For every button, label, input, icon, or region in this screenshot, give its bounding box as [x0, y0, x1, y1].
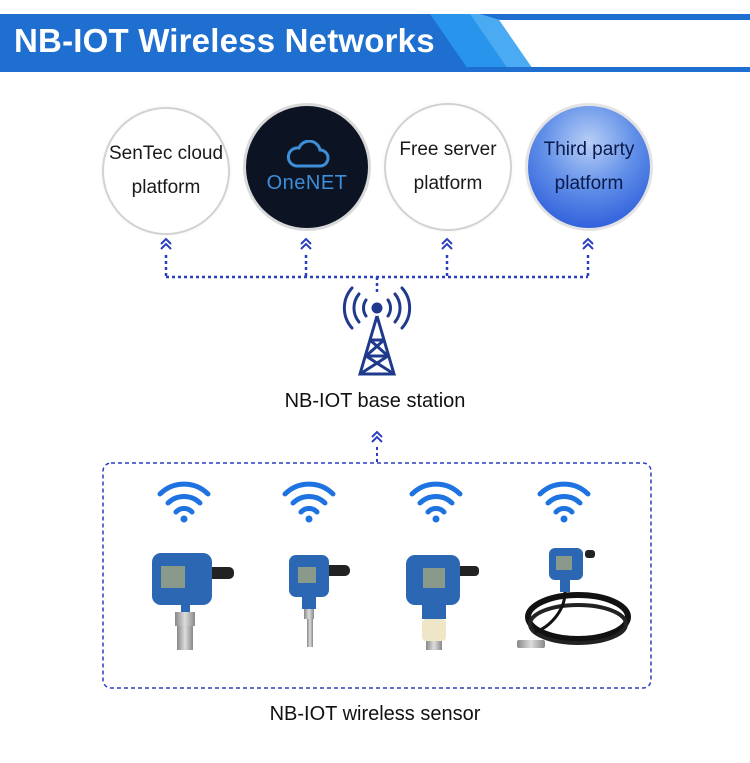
sensor-device-3 — [406, 555, 479, 650]
arrow-up-icon — [300, 238, 312, 250]
page-title: NB-IOT Wireless Networks — [14, 22, 435, 59]
wifi-icon — [540, 484, 588, 522]
sensor-group-box — [102, 462, 652, 689]
cloud-icon — [286, 139, 330, 167]
wifi-icon — [160, 484, 208, 522]
platform-free-server: Free server platform — [384, 103, 512, 231]
tower-icon — [342, 286, 412, 376]
arrow-up-icon — [371, 431, 383, 443]
wifi-icon — [285, 484, 333, 522]
onenet-logo-text: OneNET — [266, 171, 348, 194]
platform-third-party: Third party platform — [525, 103, 653, 231]
sensor-device-2 — [289, 555, 350, 647]
arrow-up-icon — [441, 238, 453, 250]
platform-label-line1: Third party — [543, 139, 635, 160]
sensor-device-4 — [517, 548, 631, 648]
header-banner — [0, 14, 750, 72]
wifi-icon — [412, 484, 460, 522]
arrow-up-icon — [582, 238, 594, 250]
platform-label-line2: platform — [554, 173, 624, 194]
platform-label-line1: Free server — [399, 139, 497, 160]
base-station-label: NB-IOT base station — [284, 390, 466, 412]
arrow-up-icon — [160, 238, 172, 250]
sensor-group-label: NB-IOT wireless sensor — [269, 703, 481, 725]
platform-sentec-cloud: SenTec cloud platform — [102, 107, 230, 235]
platform-onenet: OneNET — [243, 103, 371, 231]
platform-label-line1: SenTec cloud — [108, 143, 224, 164]
sensor-device-1 — [152, 553, 234, 650]
platform-label-line2: platform — [413, 173, 483, 194]
connection-bus — [164, 255, 590, 292]
platform-label-line2: platform — [131, 177, 201, 198]
